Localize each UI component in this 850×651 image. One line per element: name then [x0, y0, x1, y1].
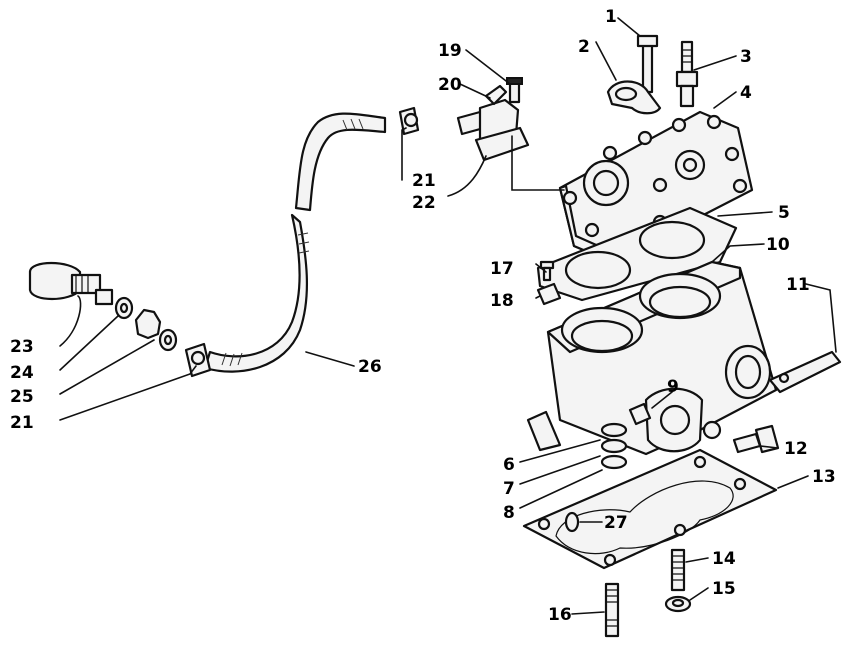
- callout-24: 24: [10, 363, 34, 383]
- callout-2: 2: [578, 37, 590, 57]
- bolt-9: [628, 402, 652, 426]
- callout-21-lower: 21: [10, 413, 34, 433]
- leader-lines: [59, 17, 837, 615]
- callout-7: 7: [503, 479, 515, 499]
- cylinder-10: [526, 260, 778, 456]
- callout-26: 26: [358, 357, 382, 377]
- fuel-valve-23: [28, 262, 114, 306]
- stud-14: [670, 548, 686, 592]
- callout-16: 16: [548, 605, 572, 625]
- callout-6: 6: [503, 455, 515, 475]
- callout-20: 20: [438, 75, 462, 95]
- plug-27: [564, 511, 580, 533]
- callout-27: 27: [604, 513, 628, 533]
- callout-18: 18: [490, 291, 514, 311]
- fuel-fitting-20: [456, 84, 530, 162]
- callout-14: 14: [712, 549, 736, 569]
- callout-4: 4: [740, 83, 752, 103]
- base-gasket-13: [522, 448, 778, 570]
- callout-9: 9: [667, 377, 679, 397]
- callout-23: 23: [10, 337, 34, 357]
- hose-clamp-upper: [398, 106, 420, 136]
- bracket-2: [606, 80, 662, 115]
- callout-5: 5: [778, 203, 790, 223]
- nut-6: [600, 422, 628, 438]
- washer-7: [600, 438, 628, 454]
- callout-22: 22: [412, 193, 436, 213]
- callout-21-upper: 21: [412, 171, 436, 191]
- stud-16: [604, 582, 620, 638]
- callout-17: 17: [490, 259, 514, 279]
- bracket-11: [768, 350, 842, 394]
- spark-plug-3: [675, 40, 699, 108]
- screw-19: [506, 77, 523, 104]
- head-gasket-5: [536, 206, 738, 302]
- callout-12: 12: [784, 439, 808, 459]
- callouts: 1 2 3 4 5 6 7 8 9 10 11 12 13 14 15 16 1…: [10, 7, 836, 625]
- callout-15: 15: [712, 579, 736, 599]
- cylinder-head-4: [558, 110, 754, 264]
- hose-clamp-lower: [184, 342, 212, 378]
- washer-8: [600, 454, 628, 470]
- callout-19: 19: [438, 41, 462, 61]
- callout-11: 11: [786, 275, 810, 295]
- hose-26: [203, 112, 387, 373]
- callout-13: 13: [812, 467, 836, 487]
- callout-25: 25: [10, 387, 34, 407]
- screw-17: [539, 260, 555, 282]
- bolt-1: [636, 34, 659, 94]
- callout-8: 8: [503, 503, 515, 523]
- elbow-fitting-12: [732, 424, 780, 454]
- callout-10: 10: [766, 235, 790, 255]
- cap-18: [536, 282, 562, 306]
- callout-1: 1: [605, 7, 617, 27]
- knob-25: [134, 308, 178, 352]
- washer-24: [114, 296, 134, 320]
- callout-3: 3: [740, 47, 752, 67]
- nut-15: [664, 595, 692, 613]
